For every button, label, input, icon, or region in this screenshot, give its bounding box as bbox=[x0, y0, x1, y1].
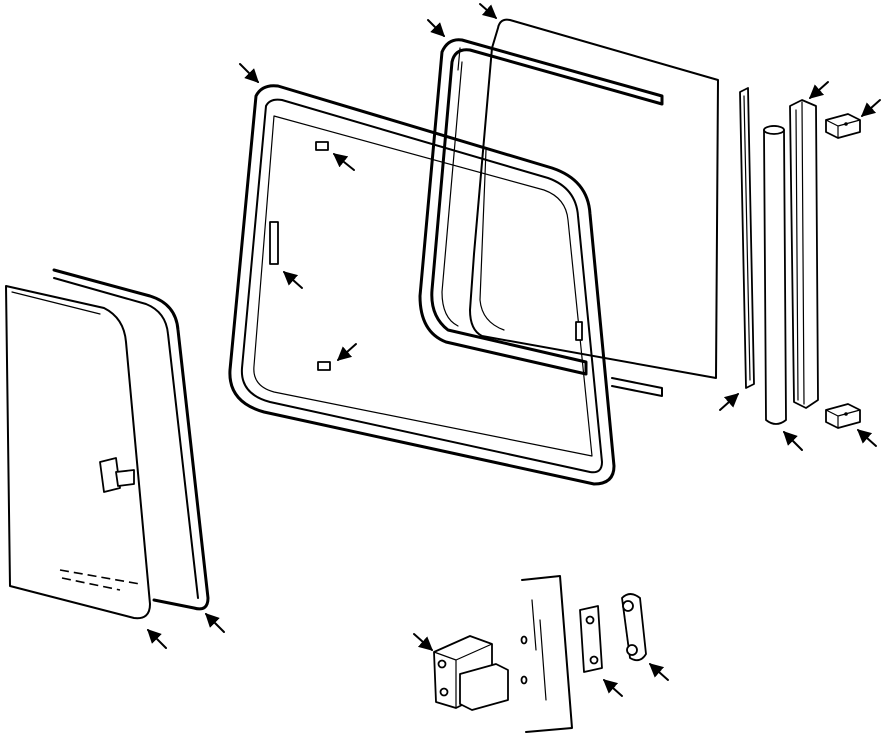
side-seal-strip bbox=[52, 268, 210, 611]
arrow-latch-bracket bbox=[413, 633, 434, 651]
mounting-plate bbox=[579, 605, 603, 673]
arrow-channel-left bbox=[719, 393, 740, 411]
arrow-clip-bottom bbox=[856, 429, 877, 447]
side-glass-pane bbox=[5, 285, 151, 620]
clip-block-bottom bbox=[825, 403, 861, 429]
glass-fragment-detail bbox=[520, 575, 573, 733]
rear-window-seal bbox=[418, 38, 664, 397]
arrow-rear-seal bbox=[427, 19, 445, 37]
frame-tab-bottom bbox=[317, 361, 331, 371]
arrow-stud-plate bbox=[648, 663, 669, 681]
vertical-round-rod bbox=[763, 125, 787, 425]
arrow-channel-right bbox=[808, 81, 829, 99]
frame-clip bbox=[575, 321, 583, 341]
vertical-channel-right bbox=[789, 99, 819, 409]
callout-arrows bbox=[147, 3, 881, 697]
clip-block-top bbox=[825, 113, 861, 139]
stud-plate bbox=[621, 593, 647, 662]
frame-tab-top bbox=[315, 141, 329, 151]
arrow-side-seal bbox=[205, 613, 225, 633]
arrow-clip-top bbox=[860, 99, 881, 117]
glass-latch bbox=[99, 457, 121, 493]
arrow-frame-slot bbox=[282, 271, 303, 289]
arrow-side-glass bbox=[147, 629, 167, 649]
arrow-frame-tab-top bbox=[332, 153, 355, 171]
main-window-seal-frame bbox=[228, 84, 616, 486]
arrow-frame-tab-bottom bbox=[336, 343, 357, 361]
arrow-rod bbox=[783, 431, 803, 451]
arrow-mounting-plate bbox=[602, 679, 623, 697]
frame-slot bbox=[269, 221, 279, 265]
arrow-main-frame bbox=[239, 63, 259, 83]
arrow-rear-glass bbox=[479, 3, 498, 19]
rear-glass-pane bbox=[469, 18, 719, 379]
latch-bracket bbox=[433, 635, 509, 711]
vertical-channel-left bbox=[739, 87, 755, 389]
